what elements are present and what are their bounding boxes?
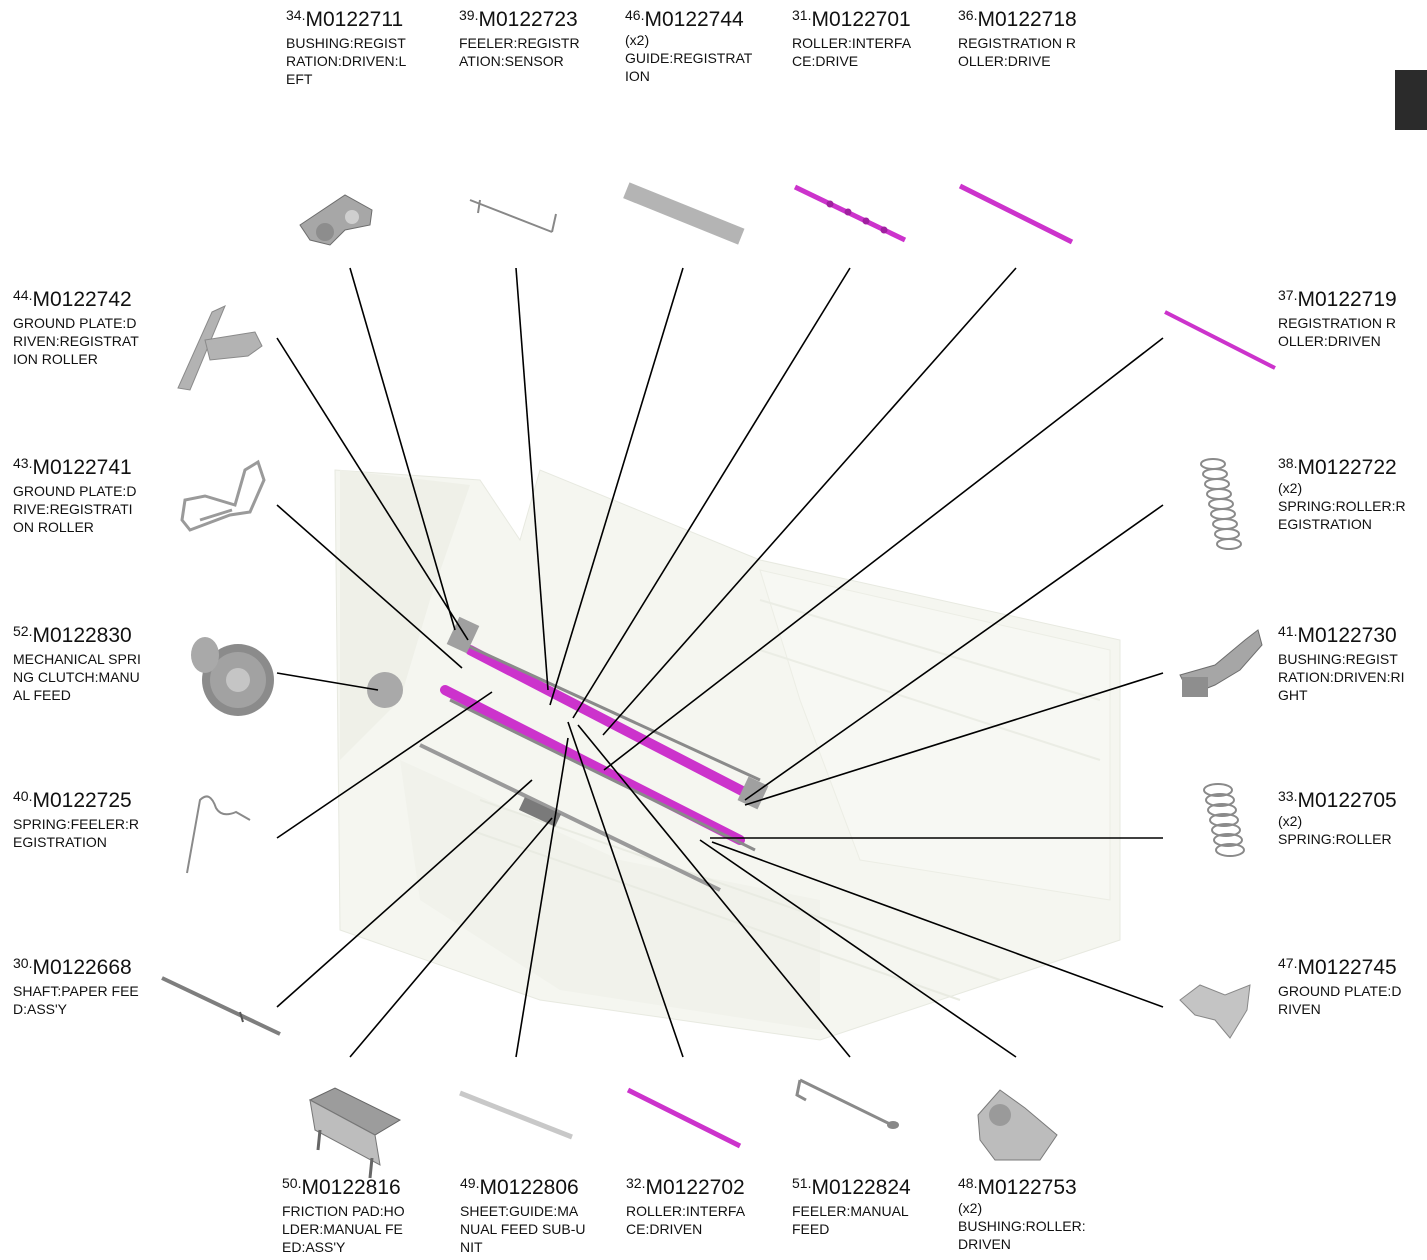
label-part-40: 40.M0122725 SPRING:FEELER:R EGISTRATION [13, 788, 140, 850]
label-part-38: 38.M0122722 (x2) SPRING:ROLLER:R EGISTRA… [1278, 455, 1406, 532]
leader-lines [276, 267, 1164, 1058]
ground-plate-driven-image [177, 305, 263, 391]
ground-plate-driven-small-image [1179, 984, 1251, 1039]
part-description: ROLLER:INTERFA CE:DRIVE [792, 35, 912, 69]
label-part-51: 51.M0122824 FEELER:MANUAL FEED [792, 1175, 911, 1237]
part-description: MECHANICAL SPRI NG CLUTCH:MANU AL FEED [13, 651, 141, 703]
machine-corner-image [1395, 70, 1427, 130]
part-description: GUIDE:REGISTRAT ION [625, 50, 753, 84]
part-description: FRICTION PAD:HO LDER:MANUAL FE ED:ASS'Y [282, 1203, 405, 1255]
part-description: FEELER:REGISTR ATION:SENSOR [459, 35, 580, 69]
bracket-right [737, 776, 769, 810]
roller-upper [465, 645, 755, 800]
roller-shaft-mid [449, 698, 756, 852]
part-description: GROUND PLATE:D RIVEN [1278, 983, 1402, 1017]
roller-interface-drive-image [793, 184, 907, 243]
part-quantity: (x2) [958, 1200, 983, 1216]
label-part-49: 49.M0122806 SHEET:GUIDE:MA NUAL FEED SUB… [460, 1175, 586, 1255]
friction-pad-holder-image [308, 1087, 402, 1179]
part-number: M0122742 [32, 288, 132, 311]
registration-roller-drive-image [958, 183, 1074, 245]
part-description: GROUND PLATE:D RIVEN:REGISTRAT ION ROLLE… [13, 315, 139, 367]
part-description: SHAFT:PAPER FEE D:ASS'Y [13, 983, 139, 1017]
label-part-52: 52.M0122830 MECHANICAL SPRI NG CLUTCH:MA… [13, 623, 141, 703]
feeler-manual-feed-image [795, 1078, 899, 1129]
roller-lower [440, 685, 745, 845]
label-part-30: 30.M0122668 SHAFT:PAPER FEE D:ASS'Y [13, 955, 139, 1017]
label-part-31: 31.M0122701 ROLLER:INTERFA CE:DRIVE [792, 7, 912, 69]
part-number: M0122722 [1297, 456, 1397, 479]
bracket-left [446, 616, 480, 654]
part-images [161, 70, 1427, 1179]
label-part-39: 39.M0122723 FEELER:REGISTR ATION:SENSOR [459, 7, 580, 69]
label-part-44: 44.M0122742 GROUND PLATE:D RIVEN:REGISTR… [13, 287, 139, 367]
part-description: BUSHING:REGIST RATION:DRIVEN:L EFT [286, 35, 407, 87]
roller-interface-driven-image [626, 1087, 742, 1149]
part-number: M0122744 [644, 8, 744, 31]
part-number: M0122824 [811, 1176, 911, 1199]
part-number: M0122702 [645, 1176, 745, 1199]
part-number: M0122718 [977, 8, 1077, 31]
part-number: M0122806 [479, 1176, 579, 1199]
paper-guide-bar [419, 743, 721, 892]
part-description: SPRING:ROLLER:R EGISTRATION [1278, 498, 1406, 532]
part-number: M0122723 [478, 8, 578, 31]
label-part-41: 41.M0122730 BUSHING:REGIST RATION:DRIVEN… [1278, 623, 1405, 703]
part-number: M0122705 [1297, 789, 1397, 812]
sheet-guide-image [459, 1090, 573, 1140]
label-part-37: 37.M0122719 REGISTRATION R OLLER:DRIVEN [1278, 287, 1397, 349]
printer-unit-ghost [334, 469, 1121, 1041]
part-number: M0122711 [305, 8, 404, 31]
part-number: M0122730 [1297, 624, 1397, 647]
part-number: M0122725 [32, 789, 132, 812]
bushing-roller-driven-image [977, 1089, 1058, 1161]
part-number: M0122741 [32, 456, 132, 479]
part-description: BUSHING:REGIST RATION:DRIVEN:RI GHT [1278, 651, 1405, 703]
part-number: M0122816 [301, 1176, 401, 1199]
feeler-sensor-image [469, 199, 557, 233]
part-description: BUSHING:ROLLER: DRIVEN [958, 1218, 1086, 1252]
roller-shaft-top [454, 638, 761, 782]
label-part-47: 47.M0122745 GROUND PLATE:D RIVEN [1278, 955, 1402, 1017]
spring-clutch-image [191, 637, 274, 716]
spring-feeler-image [186, 795, 251, 874]
guide-registration-image [623, 182, 745, 245]
ground-plate-drive-image [180, 459, 266, 532]
spring-roller-image [1203, 783, 1245, 857]
part-description: FEELER:MANUAL FEED [792, 1203, 909, 1237]
shaft-paper-feed-image [161, 976, 281, 1036]
part-description: REGISTRATION R OLLER:DRIVEN [1278, 315, 1396, 349]
label-part-33: 33.M0122705 (x2) SPRING:ROLLER [1278, 788, 1397, 847]
part-number: M0122745 [1297, 956, 1397, 979]
part-number: M0122701 [811, 8, 911, 31]
label-part-34: 34.M0122711 BUSHING:REGIST RATION:DRIVEN… [286, 7, 407, 87]
bushing-left-image [299, 194, 373, 246]
label-part-43: 43.M0122741 GROUND PLATE:D RIVE:REGISTRA… [13, 455, 137, 535]
bushing-right-image [1179, 629, 1263, 697]
label-part-32: 32.M0122702 ROLLER:INTERFA CE:DRIVEN [626, 1175, 746, 1237]
part-quantity: (x2) [625, 32, 650, 48]
registration-roller-driven-image [1164, 310, 1276, 370]
clutch-ghost [367, 672, 403, 708]
part-number: M0122719 [1297, 288, 1397, 311]
part-description: GROUND PLATE:D RIVE:REGISTRATI ON ROLLER [13, 483, 137, 535]
part-description: SHEET:GUIDE:MA NUAL FEED SUB-U NIT [460, 1203, 586, 1255]
part-quantity: (x2) [1278, 480, 1303, 496]
part-number: M0122753 [977, 1176, 1077, 1199]
part-number: M0122830 [32, 624, 132, 647]
part-description: REGISTRATION R OLLER:DRIVE [958, 35, 1076, 69]
part-number: M0122668 [32, 956, 132, 979]
label-part-46: 46.M0122744 (x2) GUIDE:REGISTRAT ION [625, 7, 753, 84]
label-part-48: 48.M0122753 (x2) BUSHING:ROLLER: DRIVEN [958, 1175, 1086, 1252]
label-part-50: 50.M0122816 FRICTION PAD:HO LDER:MANUAL … [282, 1175, 405, 1255]
part-quantity: (x2) [1278, 813, 1303, 829]
part-description: SPRING:ROLLER [1278, 831, 1392, 847]
spring-registration-image [1200, 458, 1242, 550]
part-description: ROLLER:INTERFA CE:DRIVEN [626, 1203, 746, 1237]
label-part-36: 36.M0122718 REGISTRATION R OLLER:DRIVE [958, 7, 1077, 69]
part-description: SPRING:FEELER:R EGISTRATION [13, 816, 140, 850]
